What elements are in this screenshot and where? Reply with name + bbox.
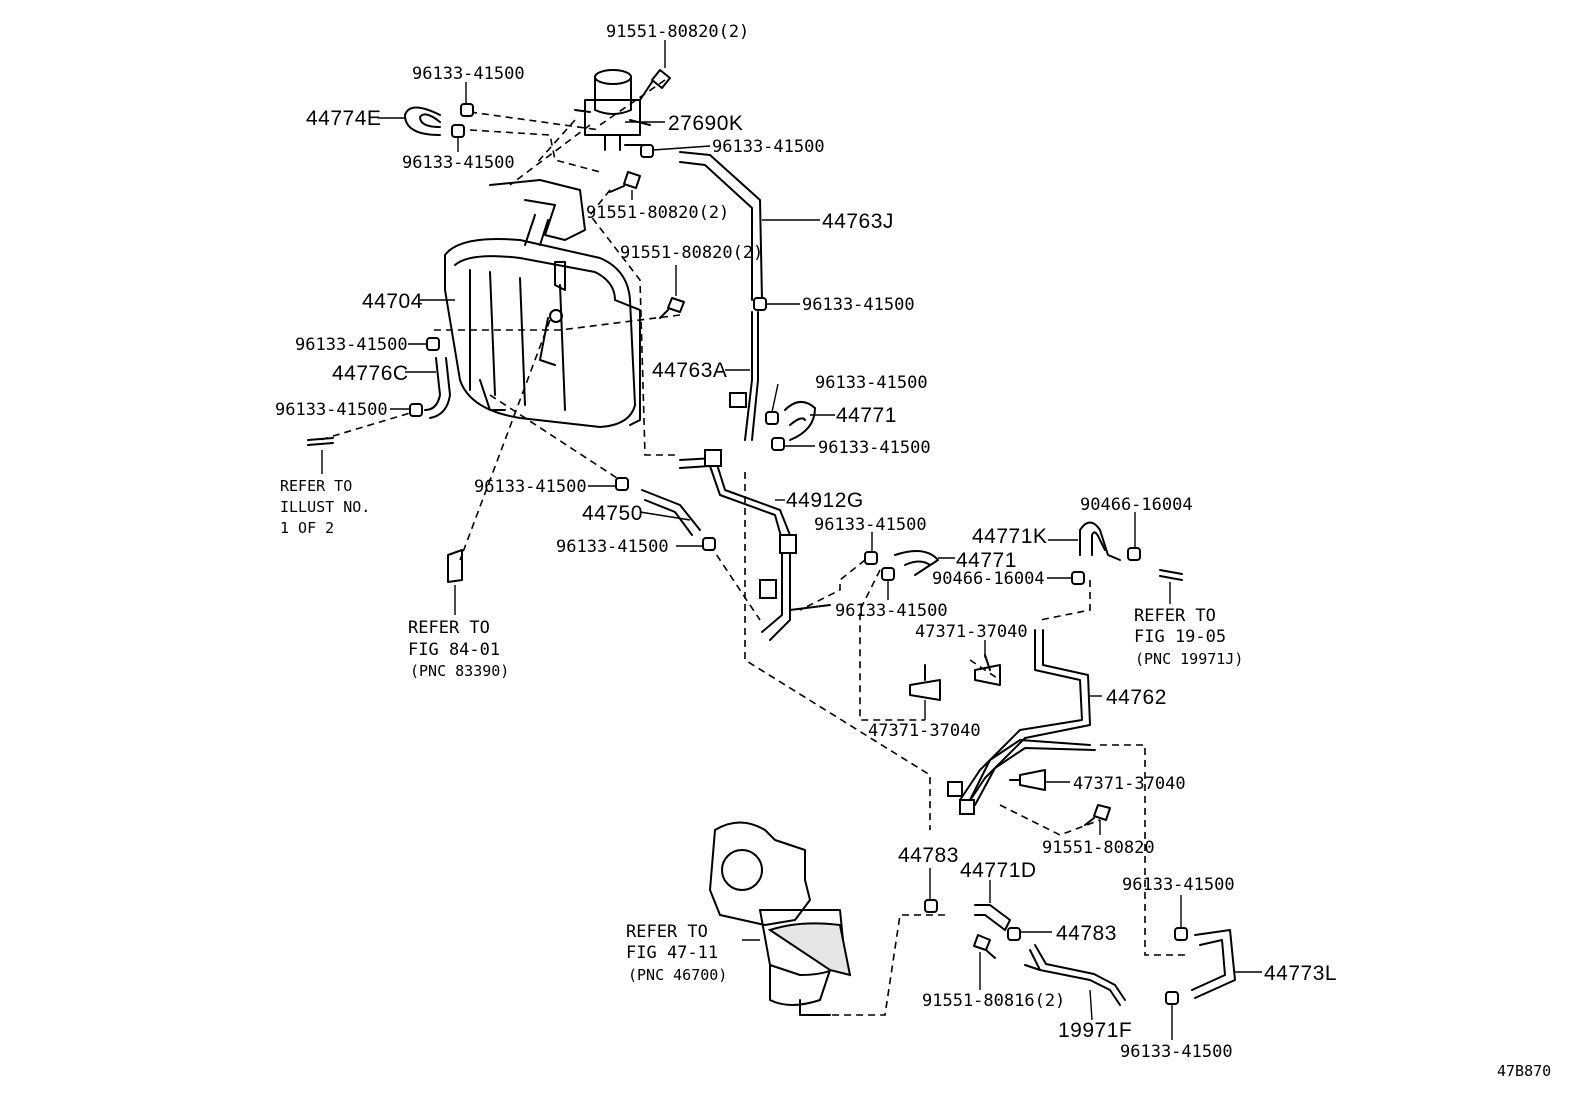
part-label: 91551-80820(2) [586,203,729,223]
part-label: 96133-41500 [815,373,928,393]
refer-line: REFER TO [1134,606,1216,626]
part-label: 96133-41500 [814,515,927,535]
part-label: 96133-41500 [412,64,525,84]
connection-lines [319,79,1185,1016]
part-label: 47371-37040 [915,622,1028,642]
part-label: 44704 [362,290,423,313]
pipe-44912G [679,449,831,641]
refer-line: (PNC 19971J) [1135,650,1243,668]
charcoal-canister-44704 [444,238,641,428]
part-label: 96133-41500 [275,400,388,420]
part-label: 96133-41500 [402,153,515,173]
vacuum-switching-valve-27690K [574,69,651,151]
part-label: 44771D [960,859,1037,882]
part-label: 44783 [1056,922,1117,945]
refer-line: FIG 19-05 [1134,627,1226,647]
hose-44771-upper [784,401,816,441]
line-44763A [729,311,759,441]
part-label: 96133-41500 [802,295,915,315]
refer-line: (PNC 83390) [410,662,509,680]
part-label: 47371-37040 [868,721,981,741]
part-label: 44771 [956,549,1017,572]
part-label: 44773L [1264,962,1337,985]
refer-markers [307,437,1183,583]
hose-44774E [404,106,441,136]
hose-44771D [974,904,1011,931]
bolts [609,69,1111,959]
part-label: 96133-41500 [1120,1042,1233,1062]
refer-note-fig-84-01: REFER TO FIG 84-01 (PNC 83390) [408,618,509,680]
refer-line: REFER TO [626,922,708,942]
hose-44773L [1191,929,1236,999]
canister-bracket [489,179,586,246]
part-label: 44763J [822,210,894,233]
hose-44776C [424,357,451,419]
part-label: 47371-37040 [1073,774,1186,794]
hose-44771K [1079,521,1121,561]
part-label: 96133-41500 [556,537,669,557]
illustration-code: 47B870 [1497,1062,1551,1080]
part-label: 96133-41500 [712,137,825,157]
part-label: 96133-41500 [474,477,587,497]
throttle-body [709,821,852,1016]
refer-note-illust: REFER TO ILLUST NO. 1 OF 2 [280,477,370,537]
part-label: 90466-16004 [932,569,1045,589]
part-labels: 91551-80820(2) 96133-41500 44774E 96133-… [275,22,1337,1062]
part-label: 96133-41500 [295,335,408,355]
part-label: 44783 [898,844,959,867]
part-label: 44912G [786,489,864,512]
hose-44750 [641,489,701,536]
part-label: 44774E [306,107,381,130]
part-label: 96133-41500 [818,438,931,458]
part-label: 91551-80820(2) [606,22,749,42]
part-label: 44776C [332,362,409,385]
refer-line: (PNC 46700) [628,966,727,984]
clamps-47371-37040 [909,654,1046,791]
hose-44771-middle [894,550,939,576]
refer-line: REFER TO [280,477,352,495]
part-label: 44762 [1106,686,1167,709]
part-label: 91551-80820(2) [620,243,763,263]
part-label: 44750 [582,502,643,525]
part-label: 96133-41500 [835,601,948,621]
part-label: 91551-80820 [1042,838,1155,858]
refer-line: FIG 47-11 [626,943,718,963]
part-label: 44771K [972,525,1047,548]
part-label: 44763A [652,359,727,382]
part-label: 90466-16004 [1080,495,1193,515]
hose-44763J [679,151,763,301]
refer-line: ILLUST NO. [280,498,370,516]
pipe-19971F [1024,944,1126,1006]
part-label: 91551-80816(2) [922,991,1065,1011]
part-label: 44771 [836,404,897,427]
part-label: 19971F [1058,1019,1132,1042]
part-label: 27690K [668,112,743,135]
refer-note-fig-19-05: REFER TO FIG 19-05 (PNC 19971J) [1134,606,1243,668]
part-label: 96133-41500 [1122,875,1235,895]
leader-lines [321,40,1262,1040]
refer-note-fig-47-11: REFER TO FIG 47-11 (PNC 46700) [626,922,727,984]
pipe-assembly-44762 [947,629,1096,815]
refer-line: REFER TO [408,618,490,638]
refer-line: 1 OF 2 [280,519,334,537]
hose-clamps [409,103,1188,1005]
refer-line: FIG 84-01 [408,640,500,660]
